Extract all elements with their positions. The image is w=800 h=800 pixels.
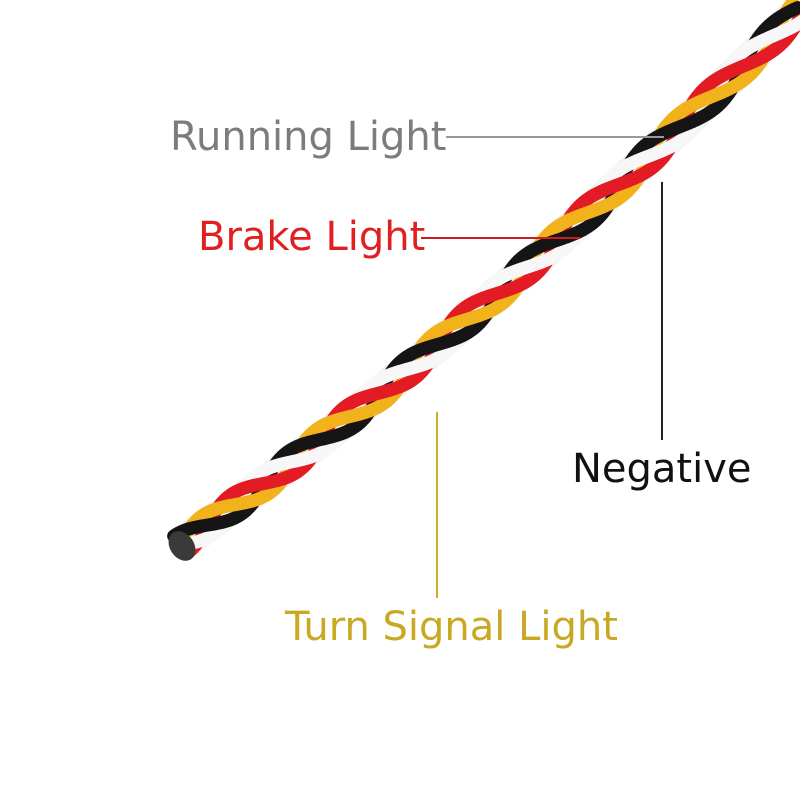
wire-red-segment — [256, 476, 273, 491]
wire-red-segment — [734, 58, 752, 74]
wire-black-segment — [672, 119, 689, 134]
wire-red-segment — [489, 286, 507, 301]
wire-black-segment — [313, 432, 330, 447]
negative-label: Negative — [572, 446, 752, 492]
wire-red-segment — [371, 385, 388, 400]
wire-white-segment — [518, 260, 535, 275]
wire-yellow-segment — [701, 90, 719, 105]
wire-black-segment — [787, 1, 800, 16]
twisted-cable — [167, 0, 800, 561]
wire-red-segment — [610, 177, 628, 192]
wire-white-segment — [402, 361, 419, 376]
brake-light-label: Brake Light — [198, 214, 425, 260]
running-light-label: Running Light — [170, 114, 446, 160]
wire-yellow-segment — [461, 311, 478, 326]
turn-signal-light-label: Turn Signal Light — [284, 604, 618, 650]
wire-yellow-segment — [340, 409, 358, 424]
wire-yellow-segment — [578, 205, 596, 221]
wire-black-segment — [430, 337, 447, 352]
cable-cut-end — [168, 531, 196, 561]
wire-white-segment — [639, 149, 657, 164]
wire-white-segment — [286, 454, 303, 469]
wire-black-segment — [549, 232, 567, 247]
cable-strands-front — [167, 1, 800, 561]
wire-white-segment — [764, 28, 782, 44]
wire-black-segment — [199, 518, 216, 532]
wire-yellow-segment — [229, 497, 246, 511]
